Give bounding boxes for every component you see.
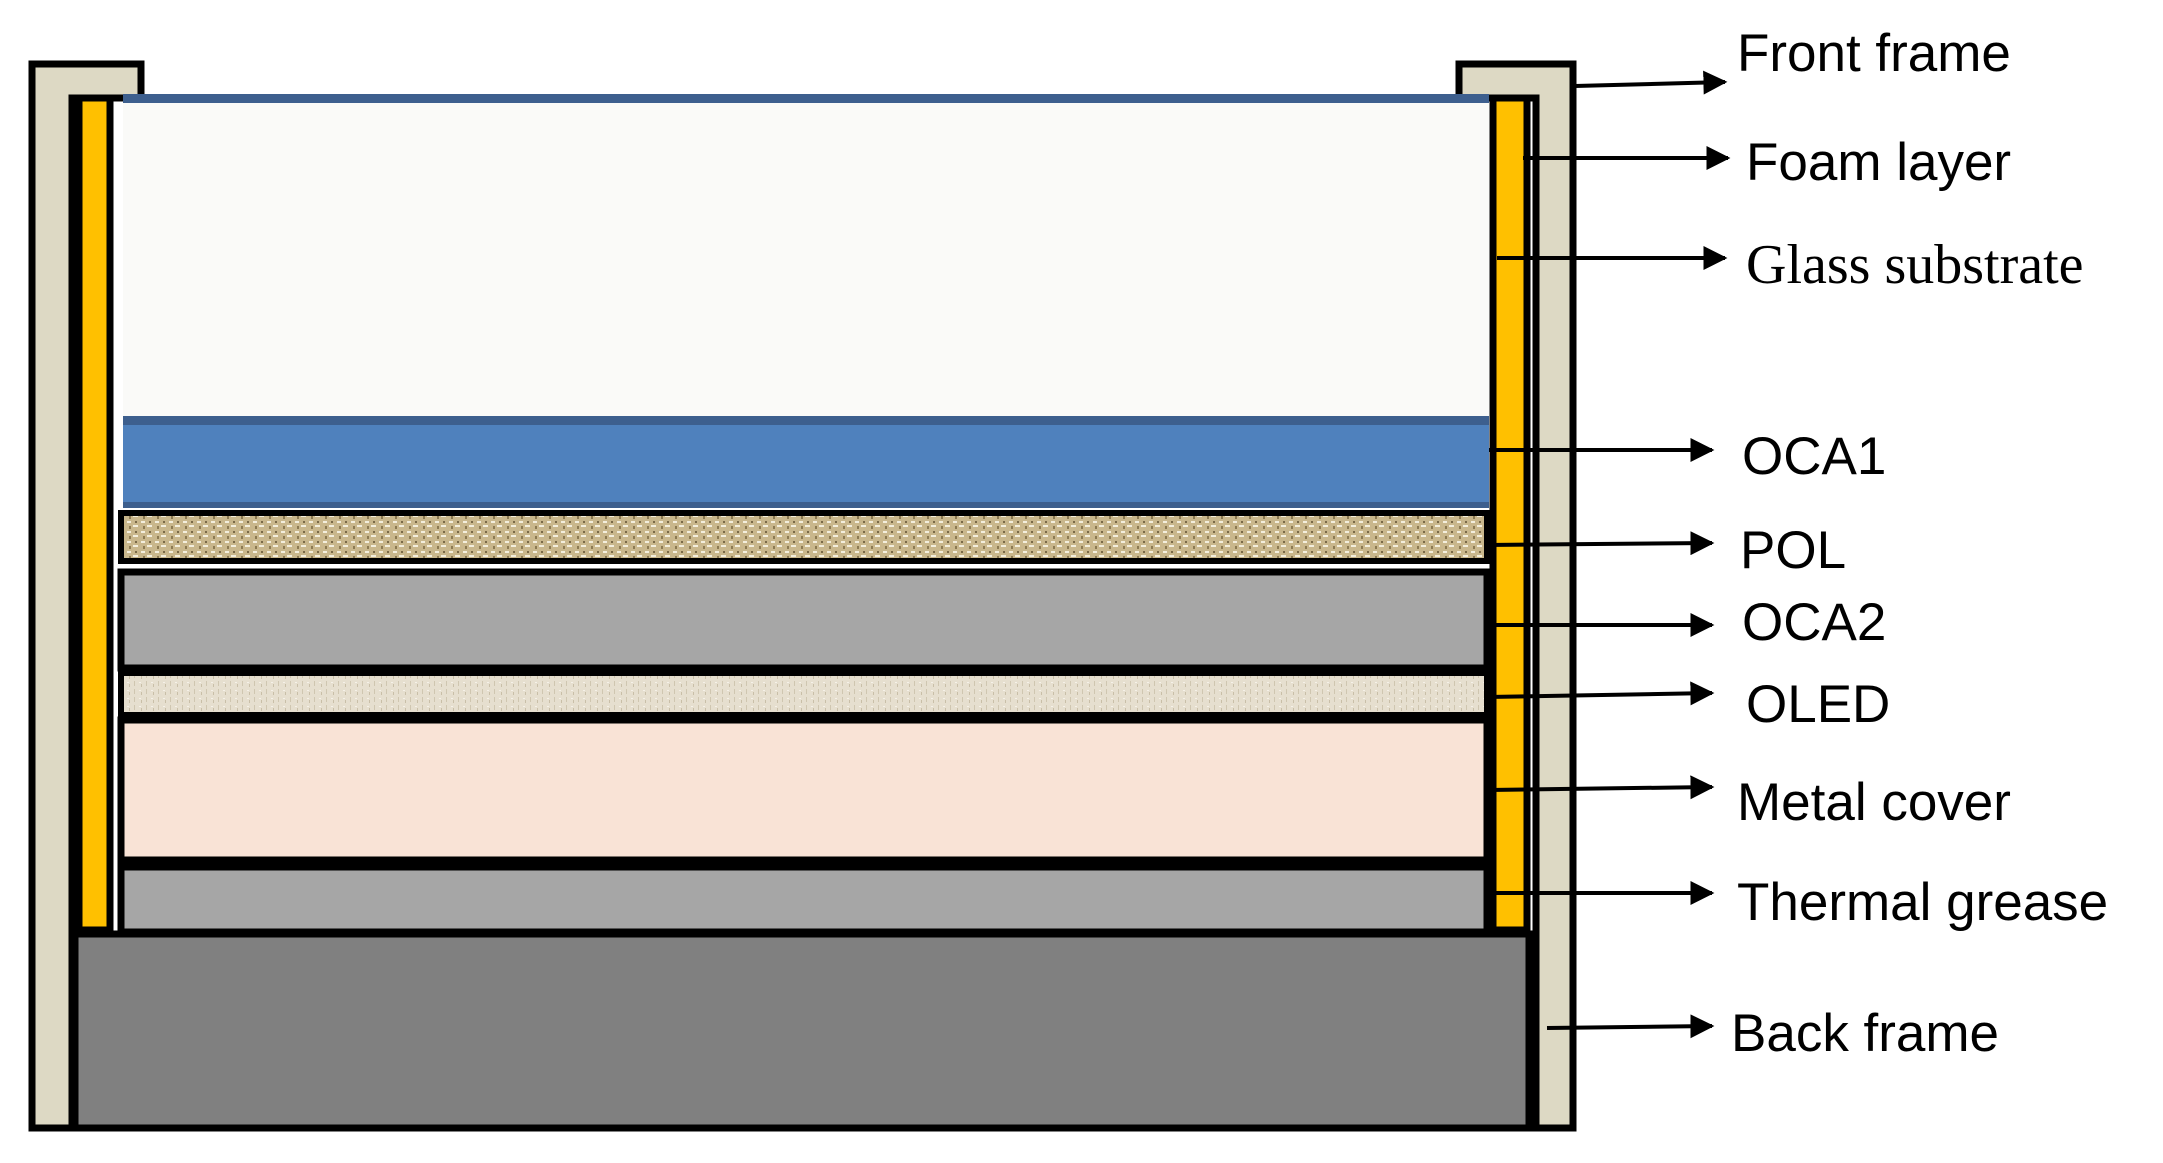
left-frame — [28, 60, 145, 1132]
label-back-frame: Back frame — [1731, 1004, 1999, 1063]
glass-substrate-layer — [123, 98, 1489, 416]
front-frame-arrow — [1574, 70, 1728, 95]
oca1-layer — [123, 416, 1489, 508]
label-pol: POL — [1740, 521, 1846, 580]
oca1-bottom-edge — [123, 502, 1489, 508]
pol-layer — [118, 510, 1490, 564]
oca1-top-edge — [123, 416, 1489, 425]
label-glass-substrate: Glass substrate — [1746, 234, 2084, 296]
oled-arrow — [1486, 681, 1715, 706]
label-thermal-grease: Thermal grease — [1737, 873, 2108, 932]
label-oled: OLED — [1746, 675, 1890, 734]
label-front-frame: Front frame — [1737, 24, 2011, 83]
thermal-grease-layer — [117, 863, 1491, 936]
label-oca2: OCA2 — [1742, 593, 1886, 652]
label-metal-cover: Metal cover — [1737, 773, 2011, 832]
metal-cover-arrow — [1488, 775, 1715, 800]
oca2-layer — [117, 568, 1491, 672]
back-frame-block — [71, 930, 1533, 1132]
oled-layer — [118, 670, 1490, 718]
glass-top-edge — [123, 94, 1489, 103]
back-frame-arrow — [1546, 1014, 1715, 1039]
pol-arrow — [1486, 531, 1715, 556]
metal-cover-layer — [117, 716, 1491, 864]
right-foam-layer — [1489, 94, 1531, 934]
label-oca1: OCA1 — [1742, 427, 1886, 486]
label-foam-layer: Foam layer — [1746, 133, 2011, 192]
left-foam-layer — [75, 94, 114, 934]
